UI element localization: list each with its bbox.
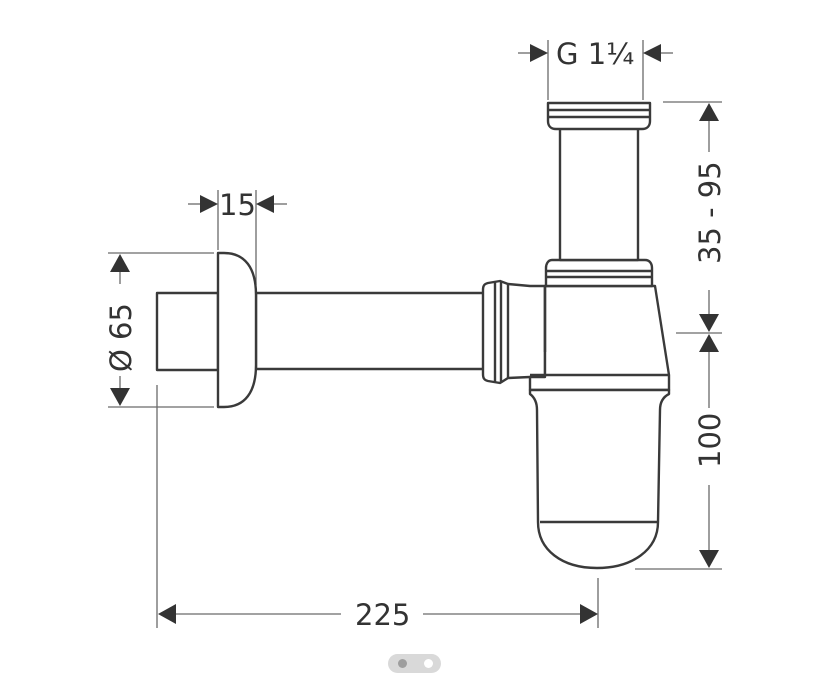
extension-lines [108, 40, 722, 628]
pager-dot-1[interactable] [398, 659, 407, 668]
wall-stub [155, 291, 220, 372]
body-nut [544, 258, 654, 288]
coupling-nut [481, 279, 547, 385]
pager-dot-2[interactable] [424, 659, 433, 668]
dim-rosette-depth-label: 15 [219, 188, 256, 222]
siphon-bottle [528, 388, 671, 570]
dim-rosette-diameter-label: Ø 65 [104, 303, 138, 372]
dim-projection-label: 225 [355, 598, 410, 632]
siphon-body [528, 284, 671, 392]
carousel-pager[interactable] [388, 654, 441, 673]
dimension-lines [110, 44, 719, 624]
top-nut [546, 101, 652, 131]
dim-body-height-label: 100 [693, 413, 727, 468]
tail-pipe [254, 291, 488, 371]
inlet-pipe [558, 126, 640, 262]
dim-height-adjust-label: 35 - 95 [693, 161, 727, 264]
wall-rosette [216, 251, 258, 409]
dim-thread-label: G 1¼ [556, 37, 634, 71]
